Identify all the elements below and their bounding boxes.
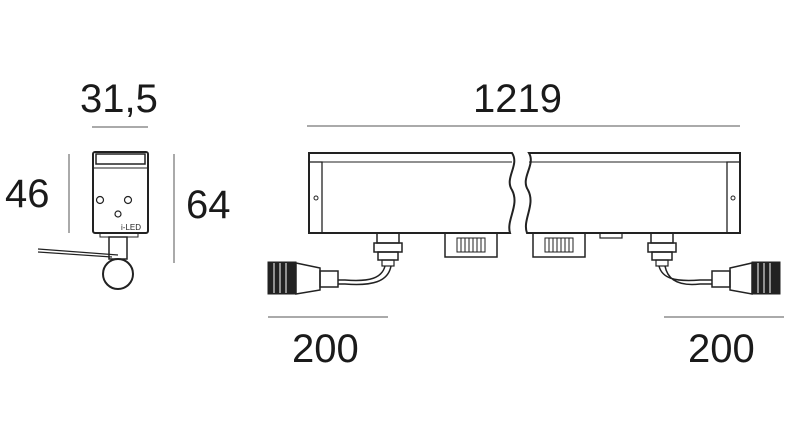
connector-right bbox=[711, 261, 781, 295]
side-view: 31,5 46 64 i-LED bbox=[5, 77, 231, 290]
bottom-clip bbox=[599, 232, 623, 239]
side-screw-center bbox=[114, 210, 122, 218]
connector-left bbox=[267, 261, 339, 295]
cable-gland-left bbox=[373, 232, 403, 267]
housing-right-section bbox=[524, 152, 741, 234]
side-top-lens bbox=[95, 153, 146, 165]
dimension-cable-left-label: 200 bbox=[292, 327, 359, 371]
housing-left-section bbox=[308, 152, 516, 234]
end-cap-left bbox=[308, 161, 323, 234]
cable-left bbox=[338, 265, 392, 286]
end-cap-right bbox=[726, 161, 741, 234]
dimension-width-label: 31,5 bbox=[80, 77, 158, 121]
dimension-length-label: 1219 bbox=[473, 77, 562, 121]
dimension-total-height-label: 64 bbox=[186, 183, 231, 227]
side-bracket-line bbox=[37, 248, 119, 256]
mounting-bracket-left bbox=[444, 232, 498, 258]
brand-logo: i-LED bbox=[121, 223, 141, 232]
dimension-body-height-label: 46 bbox=[5, 172, 50, 216]
front-view: 1219 bbox=[267, 77, 784, 371]
mounting-bracket-right bbox=[532, 232, 586, 258]
side-connector-neck bbox=[108, 236, 128, 260]
side-screw-right bbox=[123, 195, 133, 205]
cable-gland-right bbox=[647, 232, 677, 267]
side-screw-left bbox=[95, 195, 105, 205]
side-cable-connector bbox=[102, 258, 134, 290]
dimension-cable-right-label: 200 bbox=[688, 327, 755, 371]
cable-right bbox=[658, 265, 712, 286]
